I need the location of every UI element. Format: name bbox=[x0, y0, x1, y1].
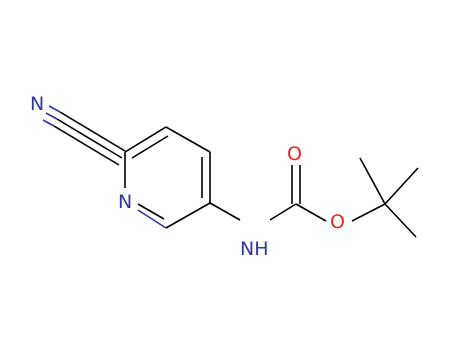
tbu-methyl-bottom bbox=[384, 203, 417, 238]
ring-bond-c5-c6 bbox=[165, 202, 211, 229]
tbu-methyl-right bbox=[384, 167, 419, 205]
tbu-methyl-top bbox=[359, 157, 386, 205]
nitrile-triple-bond-a bbox=[59, 111, 126, 152]
bond-ester-o-to-tbu bbox=[351, 203, 386, 222]
ester-oxygen-label: O bbox=[330, 211, 345, 233]
carbonyl-oxygen-label: O bbox=[287, 143, 302, 165]
nitrile-n-bond-b bbox=[45, 112, 58, 120]
ring-bond-c3-c4 bbox=[165, 126, 211, 153]
nitrile-n-bond-a bbox=[48, 105, 61, 113]
ring-bond-c6-n1-inner bbox=[137, 203, 165, 220]
bond-carbonyl-to-ester-o bbox=[295, 203, 327, 222]
nitrile-n-bond-c bbox=[42, 119, 55, 127]
bond-nh-to-carbonyl bbox=[269, 203, 297, 221]
amide-nh-label: NH bbox=[240, 238, 269, 260]
colored-bond-layer bbox=[42, 105, 167, 229]
pyridine-nitrogen-label: N bbox=[118, 191, 132, 213]
atom-label-layer: N N NH O O bbox=[30, 93, 345, 260]
nitrile-triple-bond-b bbox=[56, 118, 123, 159]
nitrile-triple-bond-c bbox=[53, 125, 120, 166]
ring-bond-c2-c3 bbox=[124, 126, 167, 153]
ring-bond-c2-c3-inner bbox=[131, 135, 169, 159]
bond-layer bbox=[53, 111, 419, 238]
bond-ring-to-nh bbox=[209, 202, 241, 221]
nitrile-nitrogen-label: N bbox=[30, 93, 44, 115]
ring-n-bond-lower bbox=[137, 209, 167, 229]
